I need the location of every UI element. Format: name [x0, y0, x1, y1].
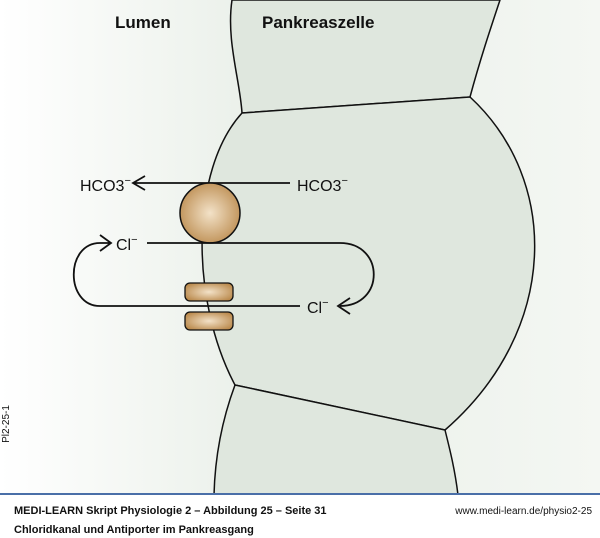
- footer-subtitle: Chloridkanal und Antiporter im Pankreasg…: [14, 524, 254, 536]
- footer-title: MEDI-LEARN Skript Physiologie 2 – Abbild…: [14, 505, 327, 517]
- footer-url[interactable]: www.medi-learn.de/physio2-25: [455, 506, 592, 517]
- figure-code: Pl2-25-1: [1, 405, 12, 443]
- cl-cycle-arrow-right: [147, 242, 375, 315]
- lower-cell: [213, 384, 459, 495]
- hco3-left-label: HCO3−: [80, 175, 131, 195]
- cl-cycle-arrow-left: [72, 234, 300, 307]
- cell-label: Pankreaszelle: [262, 13, 374, 32]
- cl-right-label: Cl−: [307, 297, 329, 317]
- chloride-channel-top: [184, 282, 234, 302]
- cl-left-label: Cl−: [116, 234, 138, 254]
- chloride-channel-bottom: [184, 311, 234, 331]
- hco3-right-label: HCO3−: [297, 175, 348, 195]
- pancreas-cell: [201, 96, 536, 431]
- lumen-label: Lumen: [115, 13, 171, 32]
- antiporter: [179, 182, 241, 244]
- diagram: Lumen Pankreaszelle HCO3− HCO3− Cl− Cl−: [0, 0, 600, 495]
